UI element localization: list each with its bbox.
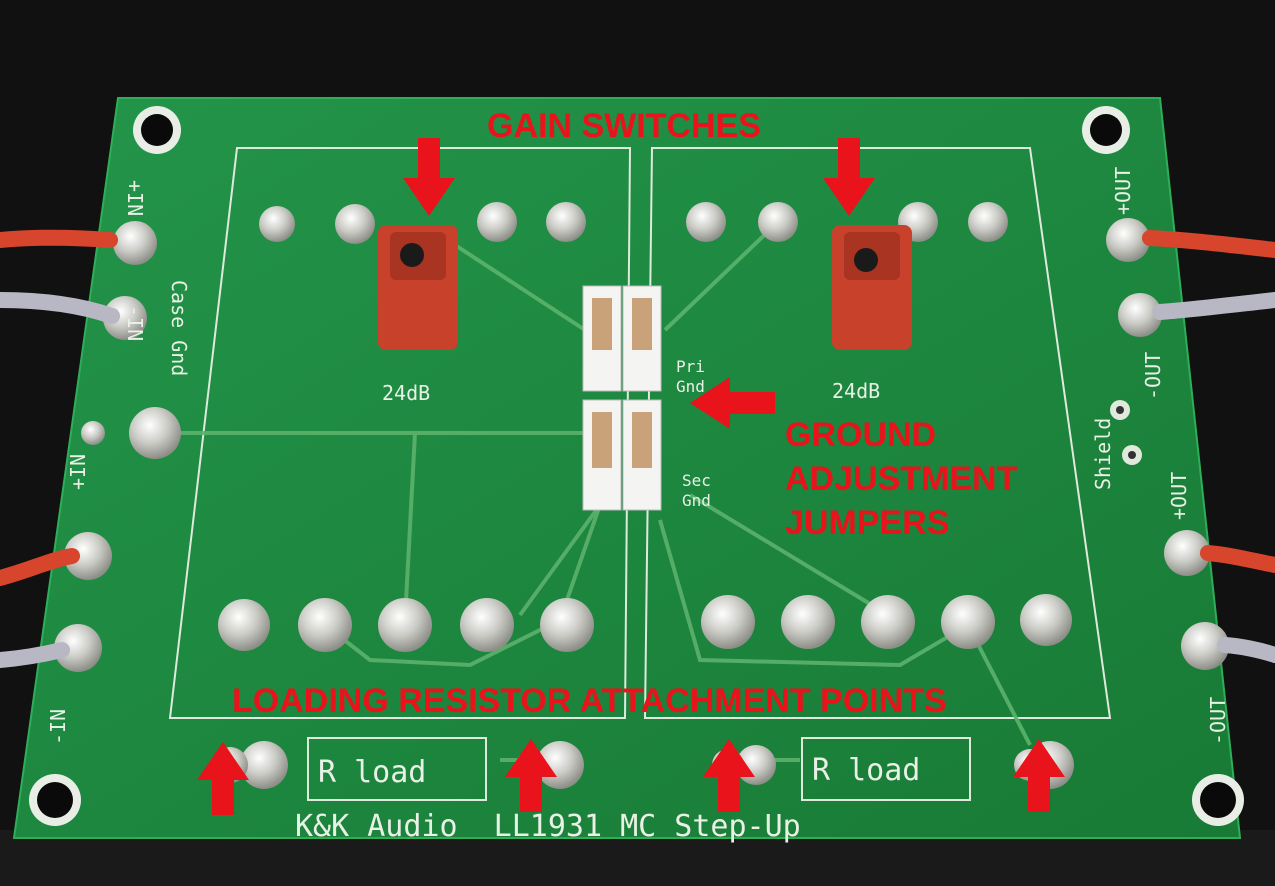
label-shield: Shield [1091,418,1115,490]
arrow-up-icon [197,742,249,815]
arrow-down-icon [403,138,455,216]
callout-ground-2: ADJUSTMENT [785,460,1018,498]
arrow-up-icon [1013,739,1065,812]
label-in-plus-top: +IN [123,180,147,216]
input-output-wires [0,229,1275,668]
solder-pads [54,202,1229,789]
label-gain-right: 24dB [832,379,880,403]
label-in-minus-top: -IN [123,305,147,341]
pcb-traces [180,220,1032,762]
ground-jumpers [582,285,662,511]
label-out-minus-top: -OUT [1141,352,1165,400]
callout-ground-3: JUMPERS [785,504,949,542]
callout-text: GAIN SWITCHES GROUND ADJUSTMENT JUMPERS … [232,107,1018,720]
arrow-up-icon [703,739,755,812]
arrow-up-icon [505,739,557,812]
gain-switch-left [378,225,458,350]
label-r-load-left: R load [318,755,426,790]
mounting-holes [29,106,1244,826]
callout-ground-1: GROUND [785,416,936,454]
label-gain-left: 24dB [382,381,430,405]
arrow-left-icon [690,377,775,429]
callout-loading-resistor: LOADING RESISTOR ATTACHMENT POINTS [232,682,947,720]
arrow-down-icon [823,138,875,216]
label-pri-gnd-1: Pri [676,357,705,376]
label-board-footer: K&K Audio LL1931 MC Step-Up [295,809,801,844]
label-sec-gnd-2: Gnd [682,491,711,510]
label-in-minus-bottom: -IN [46,709,70,745]
label-in-plus-bottom: +IN [66,454,90,490]
label-pri-gnd-2: Gnd [676,377,705,396]
callout-arrows [197,138,1065,815]
silkscreen-outlines [168,147,1112,801]
label-sec-gnd-1: Sec [682,471,711,490]
label-out-minus-bottom: -OUT [1206,697,1230,745]
silkscreen-text: +IN -IN Case Gnd +IN -IN 24dB 24dB Pri G… [46,167,1230,844]
gain-switch-right [832,225,912,350]
callout-gain-switches: GAIN SWITCHES [487,107,761,145]
label-case-gnd: Case Gnd [167,280,191,376]
label-out-plus-bottom: +OUT [1167,472,1191,520]
label-out-plus-top: +OUT [1111,167,1135,215]
label-r-load-right: R load [812,753,920,788]
